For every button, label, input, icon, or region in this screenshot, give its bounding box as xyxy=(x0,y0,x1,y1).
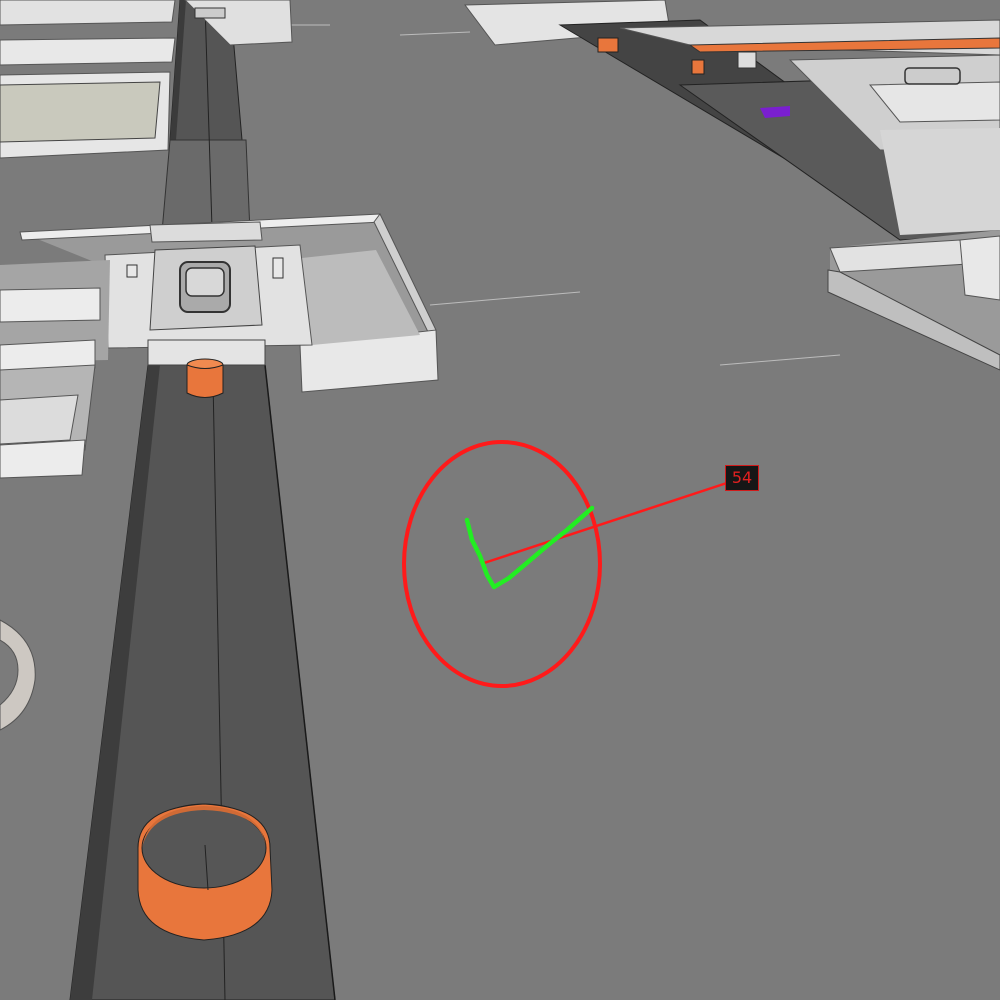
orange-pillar-small xyxy=(186,358,224,398)
top-left-buildings xyxy=(0,0,293,159)
marker-ring xyxy=(402,440,602,688)
orange-objects-distant xyxy=(597,37,705,75)
floor-seams xyxy=(290,24,841,366)
curved-structure xyxy=(0,619,36,731)
target-marker[interactable] xyxy=(402,440,743,688)
orange-ring-large xyxy=(137,803,273,941)
left-buildings xyxy=(0,260,110,479)
right-building xyxy=(827,230,1000,371)
path-trace xyxy=(464,505,595,590)
marker-id-label: 54 xyxy=(725,465,759,491)
central-building xyxy=(19,213,439,393)
top-right-buildings xyxy=(464,0,1000,246)
marker-leader-line xyxy=(483,476,743,565)
